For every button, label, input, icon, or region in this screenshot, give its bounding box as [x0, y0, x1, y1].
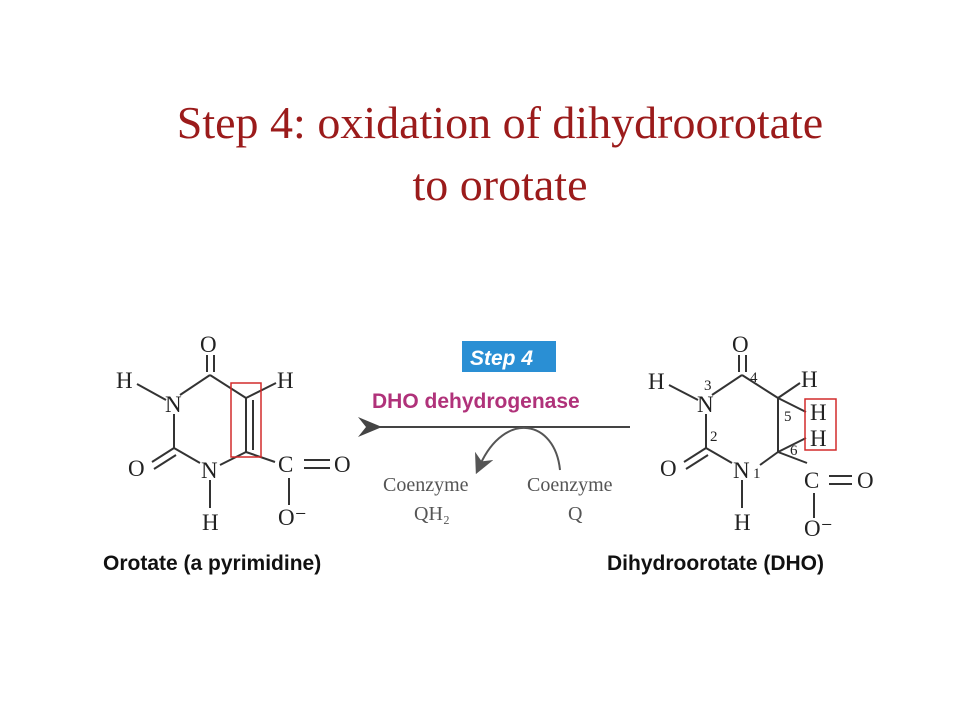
- orotate-bond-c2-o-double: [153, 454, 177, 470]
- dho-atom-h-n1: H: [734, 510, 751, 535]
- dho-bond-c2-n1: [705, 447, 733, 464]
- dho-ring-number-1: 1: [753, 466, 761, 482]
- title-line-2: to orotate: [412, 159, 588, 210]
- dho-bond-c6-h-box: [777, 437, 807, 453]
- dho-atom-o-top: O: [732, 332, 749, 357]
- dho-atom-carboxylate-o: O⁻: [804, 516, 833, 541]
- dho-atom-o-c2: O: [660, 456, 677, 481]
- dho-ring-number-5: 5: [784, 409, 792, 425]
- slide-title: Step 4: oxidation of dihydroorotate to o…: [100, 92, 900, 216]
- dho-bond-h-n3: [668, 384, 699, 401]
- coenzyme-reactant-line1: Coenzyme: [527, 474, 613, 496]
- orotate-atom-n1: N: [201, 458, 218, 483]
- dho-bond-n3-c4: [711, 374, 743, 396]
- orotate-atom-o-c2: O: [128, 456, 145, 481]
- orotate-atom-h-n3: H: [116, 368, 133, 393]
- dho-hydrogens-highlight: [804, 398, 837, 451]
- dho-caption: Dihydroorotate (DHO): [607, 552, 824, 575]
- dho-bond-c5-h-top: [777, 382, 801, 399]
- dho-atom-h-n3: H: [648, 369, 665, 394]
- dihydroorotate-structure: O H N H H H O N H C O O⁻ 3 4 2 5 6 1 Dih…: [607, 332, 874, 575]
- orotate-double-bond-highlight: [230, 382, 262, 458]
- dho-bond-c6-c: [777, 451, 808, 464]
- orotate-atom-carboxyl-o: O: [334, 452, 351, 477]
- dho-bond-c2-o: [683, 447, 707, 463]
- step-badge: [462, 341, 556, 372]
- orotate-atom-carboxyl-c: C: [278, 452, 293, 477]
- orotate-atom-o-top: O: [200, 332, 217, 357]
- dho-bond-c5-h-box: [777, 397, 807, 413]
- dho-ring-number-2: 2: [710, 429, 718, 445]
- reaction-arrow-group: Step 4 DHO dehydrogenase Coenzyme QH₂ Co…: [358, 341, 630, 525]
- dho-atom-carboxyl-c: C: [804, 468, 819, 493]
- dho-ring-number-6: 6: [790, 443, 798, 459]
- coenzyme-product-line2: QH₂: [414, 503, 450, 525]
- orotate-bond-c2-o: [151, 447, 175, 463]
- orotate-caption: Orotate (a pyrimidine): [103, 552, 321, 575]
- coenzyme-product-line1: Coenzyme: [383, 474, 469, 496]
- orotate-atom-h-n1: H: [202, 510, 219, 535]
- dho-bond-n1-c6: [759, 451, 779, 466]
- dho-bond-c2-o-double: [685, 454, 709, 470]
- orotate-bond-n1-c6: [219, 451, 247, 466]
- orotate-bond-c2-n1: [173, 447, 201, 464]
- enzyme-label: DHO dehydrogenase: [372, 390, 580, 413]
- coenzyme-curved-arrow: [475, 426, 561, 475]
- orotate-atom-carboxylate-o: O⁻: [278, 505, 307, 530]
- dho-atom-n1: N: [733, 458, 750, 483]
- coenzyme-reactant-line2: Q: [568, 503, 583, 525]
- dho-bond-c4-c5: [741, 374, 779, 399]
- step-badge-label: Step 4: [470, 347, 533, 370]
- orotate-atom-n3: N: [165, 392, 182, 417]
- orotate-atom-h-c5: H: [277, 368, 294, 393]
- dho-atom-h-c5: H: [801, 367, 818, 392]
- dho-atom-n3: N: [697, 392, 714, 417]
- orotate-structure: O H N H O N H C O O⁻ Orotate (a pyrimidi…: [103, 332, 351, 575]
- dho-atom-h6-boxed: H: [810, 426, 827, 451]
- orotate-bond-n3-c4: [179, 374, 211, 396]
- title-line-1: Step 4: oxidation of dihydroorotate: [176, 97, 824, 148]
- dho-ring-number-4: 4: [750, 370, 758, 386]
- orotate-bond-c4-c5: [209, 374, 247, 399]
- dho-ring-number-3: 3: [704, 378, 712, 394]
- dho-atom-h5-boxed: H: [810, 400, 827, 425]
- orotate-bond-h-n3: [136, 383, 167, 401]
- dho-atom-carboxyl-o: O: [857, 468, 874, 493]
